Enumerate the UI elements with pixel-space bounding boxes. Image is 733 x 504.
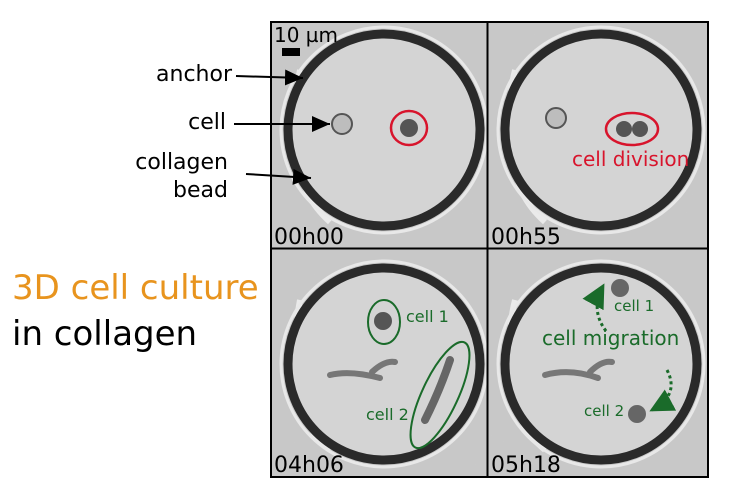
cell — [545, 107, 567, 129]
time-label: 00h55 — [491, 225, 561, 250]
panel-05h18: cell 1 cell migration cell 2 05h18 — [488, 249, 708, 478]
bead-arrow — [245, 168, 312, 185]
label-cell: cell — [188, 110, 226, 135]
time-label: 00h00 — [274, 225, 344, 250]
cell-2-ellipse — [409, 340, 471, 450]
cell-2-label: cell 2 — [584, 402, 624, 420]
collagen-bead — [500, 29, 702, 231]
daughter-cell — [616, 121, 632, 137]
panel-00h00: 10 µm 00h00 — [271, 22, 489, 250]
cell-division-label: cell division — [572, 147, 689, 171]
label-bead: bead — [173, 178, 228, 203]
cell-2 — [628, 405, 646, 423]
time-label: 05h18 — [491, 453, 561, 478]
cell-2 — [421, 356, 454, 424]
title-line2: in collagen — [12, 314, 198, 354]
scale-bar-label: 10 µm — [274, 23, 338, 47]
cell-1-ellipse — [367, 299, 401, 345]
panel-00h55: cell division 00h55 — [488, 22, 708, 250]
anchor-arrow — [235, 69, 304, 86]
collagen-bead — [283, 29, 485, 231]
panel-04h06: cell 1 cell 2 04h06 — [271, 249, 489, 478]
cell-1-label: cell 1 — [614, 297, 654, 315]
scale-bar — [282, 48, 300, 56]
cell-1-label: cell 1 — [406, 307, 449, 326]
label-collagen: collagen — [135, 150, 228, 175]
migration-arrow — [649, 369, 677, 412]
time-label: 04h06 — [274, 453, 344, 478]
cell-2-label: cell 2 — [366, 405, 409, 424]
label-anchor: anchor — [156, 62, 232, 87]
cell-migration-label: cell migration — [542, 326, 679, 350]
cell-1 — [611, 279, 629, 297]
cell-1 — [374, 312, 392, 330]
migration-arrow — [582, 283, 608, 332]
cell — [400, 119, 418, 137]
title-line1: 3D cell culture — [12, 268, 259, 308]
red-ellipse — [604, 111, 660, 147]
cell — [331, 113, 353, 135]
red-circle — [389, 109, 429, 147]
daughter-cell — [632, 121, 648, 137]
